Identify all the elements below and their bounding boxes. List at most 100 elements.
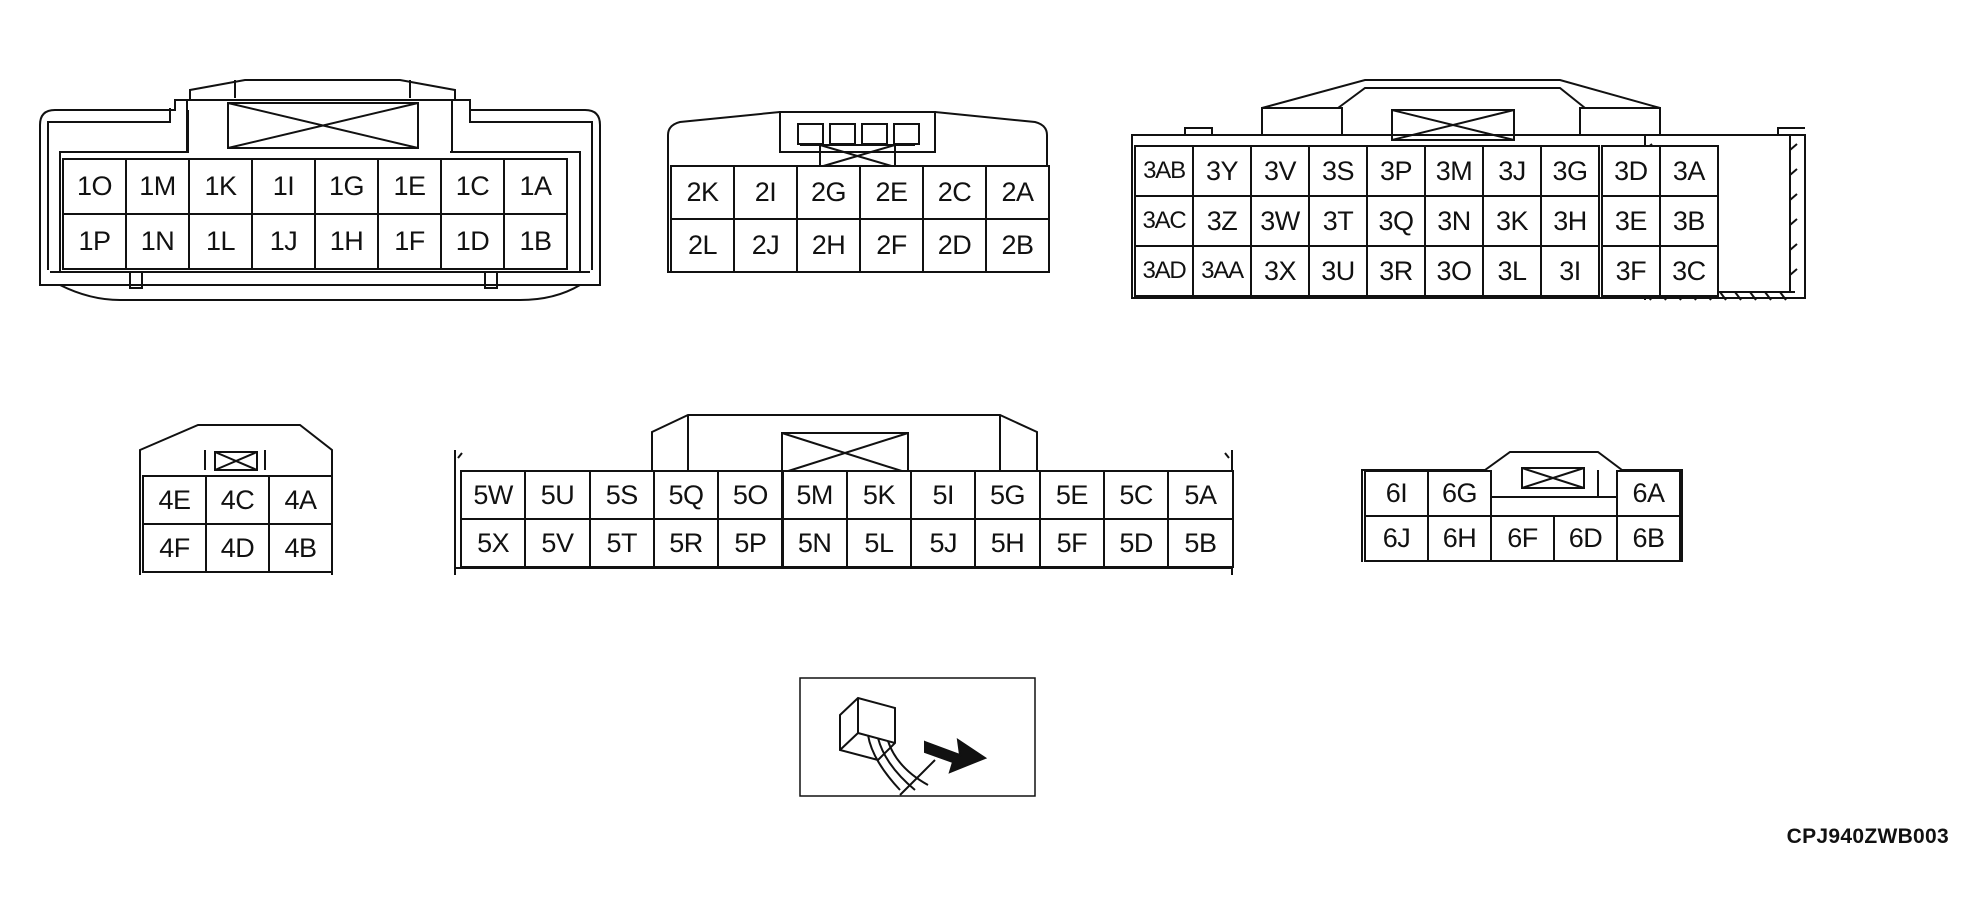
pin-cell-4e: 4E (142, 475, 207, 525)
pin-cell-2i: 2I (733, 165, 798, 220)
connector-5-housing (454, 414, 1233, 575)
pin-cell-1h: 1H (314, 213, 379, 270)
pin-cell-3a: 3A (1658, 145, 1719, 197)
pin-cell-3h: 3H (1540, 195, 1600, 247)
pin-cell-5l: 5L (845, 518, 913, 568)
pin-cell-6i: 6I (1364, 470, 1429, 517)
pin-cell-1i: 1I (251, 158, 316, 215)
pin-cell-5a: 5A (1167, 470, 1234, 520)
pin-cell-4d: 4D (205, 523, 270, 573)
pin-cell-5d: 5D (1103, 518, 1170, 568)
pin-cell-3e: 3E (1600, 195, 1661, 247)
diagram-part-code: CPJ940ZWB003 (1786, 825, 1949, 848)
pin-cell-3u: 3U (1308, 245, 1368, 297)
pin-cell-5w: 5W (460, 470, 527, 520)
pin-cell-2h: 2H (796, 218, 861, 273)
pin-cell-3l: 3L (1482, 245, 1542, 297)
pin-cell-6j: 6J (1364, 515, 1429, 562)
pin-cell-5p: 5P (717, 518, 784, 568)
pin-cell-3r: 3R (1366, 245, 1426, 297)
pin-cell-1c: 1C (440, 158, 505, 215)
pin-cell-4f: 4F (142, 523, 207, 573)
pin-cell-5h: 5H (974, 518, 1041, 568)
pin-cell-3j: 3J (1482, 145, 1542, 197)
pin-cell-2b: 2B (985, 218, 1050, 273)
pin-cell-3aa: 3AA (1192, 245, 1252, 297)
pin-cell-1p: 1P (62, 213, 127, 270)
pin-cell-3x: 3X (1250, 245, 1310, 297)
connector-1-housing (39, 79, 601, 301)
pin-cell-5t: 5T (588, 518, 655, 568)
pin-cell-2l: 2L (670, 218, 735, 273)
pin-cell-3s: 3S (1308, 145, 1368, 197)
pin-cell-5f: 5F (1038, 518, 1105, 568)
pin-cell-3ab: 3AB (1134, 145, 1194, 197)
pin-cell-2e: 2E (859, 165, 924, 220)
pin-cell-2c: 2C (922, 165, 987, 220)
pin-cell-5i: 5I (910, 470, 977, 520)
pin-cell-1j: 1J (251, 213, 316, 270)
pin-cell-6d: 6D (1553, 515, 1618, 562)
pin-cell-1k: 1K (188, 158, 253, 215)
pin-cell-3i: 3I (1540, 245, 1600, 297)
pin-cell-4a: 4A (268, 475, 333, 525)
pin-cell-5u: 5U (524, 470, 591, 520)
pin-cell-6a: 6A (1616, 470, 1681, 517)
pin-cell-3y: 3Y (1192, 145, 1252, 197)
pin-cell-3t: 3T (1308, 195, 1368, 247)
pin-cell-1o: 1O (62, 158, 127, 215)
pin-cell-3ac: 3AC (1134, 195, 1194, 247)
pin-cell-3n: 3N (1424, 195, 1484, 247)
pin-cell-5r: 5R (652, 518, 720, 568)
pin-cell-3z: 3Z (1192, 195, 1252, 247)
pin-cell-1n: 1N (125, 213, 190, 270)
pin-cell-5g: 5G (974, 470, 1041, 520)
pin-cell-3ad: 3AD (1134, 245, 1194, 297)
pin-cell-1g: 1G (314, 158, 379, 215)
pin-cell-1m: 1M (125, 158, 190, 215)
pin-cell-3c: 3C (1658, 245, 1719, 297)
pin-cell-5s: 5S (588, 470, 655, 520)
pin-cell-3q: 3Q (1366, 195, 1426, 247)
pin-cell-5m: 5M (781, 470, 848, 520)
pin-cell-5e: 5E (1038, 470, 1105, 520)
pin-cell-3g: 3G (1540, 145, 1600, 197)
pin-cell-2k: 2K (670, 165, 735, 220)
pin-cell-3b: 3B (1658, 195, 1719, 247)
pin-cell-2j: 2J (733, 218, 798, 273)
pin-cell-3d: 3D (1600, 145, 1661, 197)
pin-cell-2a: 2A (985, 165, 1050, 220)
pin-cell-3m: 3M (1424, 145, 1484, 197)
pin-cell-3k: 3K (1482, 195, 1542, 247)
pin-cell-3f: 3F (1600, 245, 1661, 297)
pin-cell-5x: 5X (460, 518, 527, 568)
pin-cell-5v: 5V (524, 518, 591, 568)
pin-cell-4b: 4B (268, 523, 333, 573)
pin-cell-5q: 5Q (652, 470, 720, 520)
harness-side-probe-arrow-icon (799, 677, 1036, 797)
pin-cell-3v: 3V (1250, 145, 1310, 197)
pin-cell-2f: 2F (859, 218, 924, 273)
pin-cell-2d: 2D (922, 218, 987, 273)
pin-cell-4c: 4C (205, 475, 270, 525)
pin-cell-5c: 5C (1103, 470, 1170, 520)
pin-cell-5k: 5K (845, 470, 913, 520)
pin-cell-3w: 3W (1250, 195, 1310, 247)
pin-cell-1e: 1E (377, 158, 442, 215)
pin-cell-3p: 3P (1366, 145, 1426, 197)
pin-cell-6h: 6H (1427, 515, 1492, 562)
pin-cell-6g: 6G (1427, 470, 1492, 517)
pin-cell-6f: 6F (1490, 515, 1555, 562)
pin-cell-1l: 1L (188, 213, 253, 270)
pin-cell-1d: 1D (440, 213, 505, 270)
pin-cell-1f: 1F (377, 213, 442, 270)
pin-cell-2g: 2G (796, 165, 861, 220)
pin-cell-5n: 5N (781, 518, 848, 568)
connector-4-housing (139, 424, 333, 575)
pin-cell-5b: 5B (1167, 518, 1234, 568)
pin-cell-5j: 5J (910, 518, 977, 568)
pin-cell-5o: 5O (717, 470, 784, 520)
pin-cell-6b: 6B (1616, 515, 1681, 562)
